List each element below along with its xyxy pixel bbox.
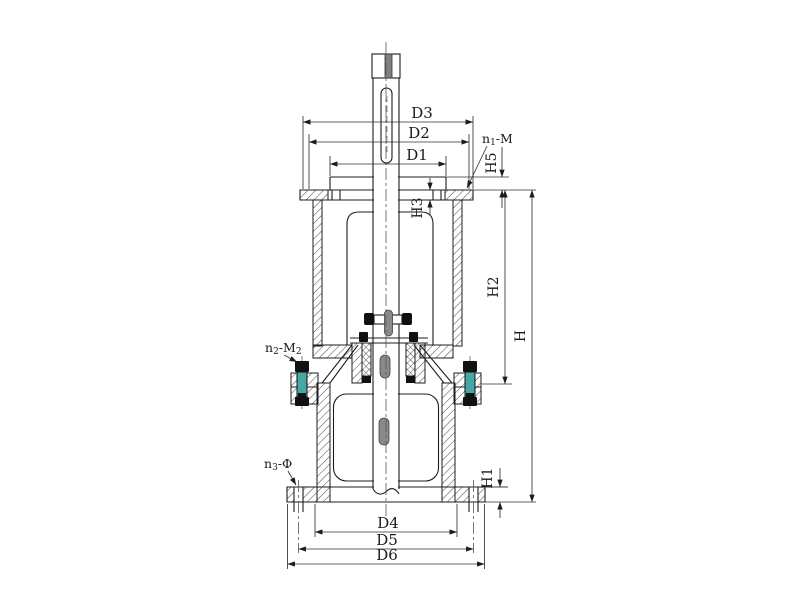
label-h2: H2 — [486, 276, 502, 297]
right-wall-section — [452, 199, 463, 347]
gland-wall-left — [351, 342, 363, 384]
main-shaft — [372, 78, 400, 383]
left-wall-section — [312, 199, 323, 347]
packing-right — [405, 342, 416, 377]
label-h: H — [513, 330, 529, 342]
dimension-d5: D5 — [298, 531, 474, 552]
callout-n2-m2: n2-M2 — [265, 340, 302, 363]
flange-bolt-left — [295, 356, 309, 412]
label-h1: H1 — [480, 467, 496, 488]
packing-left — [361, 342, 372, 377]
lower-wall-right — [441, 382, 456, 488]
dimension-d1: D1 — [329, 146, 447, 176]
stuffing-box — [350, 332, 428, 384]
dimension-d6: D6 — [287, 504, 485, 569]
dimension-d3: D3 — [302, 104, 474, 189]
dimension-h1: H1 — [480, 467, 508, 518]
dimension-d2: D2 — [308, 124, 470, 189]
callout-n3-phi: n3-Φ — [264, 456, 297, 486]
shaft-break-symbol — [372, 488, 400, 495]
label-d5: D5 — [376, 531, 398, 549]
callout-n1-m: n1-M — [466, 131, 513, 189]
bolt-nut — [295, 397, 309, 406]
bolt-nut — [463, 397, 477, 406]
dimension-h2: H2 — [482, 190, 512, 385]
dimension-h: H — [513, 190, 535, 502]
shaft-keyways — [378, 309, 393, 446]
label-n1-m: n1-M — [482, 131, 513, 148]
label-d1: D1 — [406, 146, 428, 164]
label-d2: D2 — [408, 124, 430, 142]
lower-wall-left — [316, 382, 331, 488]
label-d3: D3 — [411, 104, 433, 122]
label-d4: D4 — [377, 514, 399, 532]
label-n2-m2: n2-M2 — [265, 340, 302, 357]
body-bottom-cone — [312, 344, 454, 384]
bottom-flange — [286, 486, 536, 512]
label-h3: H3 — [410, 197, 426, 218]
dimension-h3: H3 — [410, 178, 433, 219]
label-n3-phi: n3-Φ — [264, 456, 292, 473]
dimension-h5: H5 — [484, 147, 505, 208]
bolt-head — [295, 361, 309, 372]
upper-keyway — [380, 87, 393, 164]
bolt-head — [463, 361, 477, 372]
gland-wall-right — [414, 342, 426, 384]
label-d6: D6 — [376, 546, 398, 564]
dimension-d4: D4 — [314, 504, 458, 537]
flange-bolt-right — [463, 356, 477, 412]
label-h5: H5 — [484, 152, 500, 173]
centerlines — [298, 42, 474, 553]
shaft-tube-lower — [372, 383, 400, 495]
